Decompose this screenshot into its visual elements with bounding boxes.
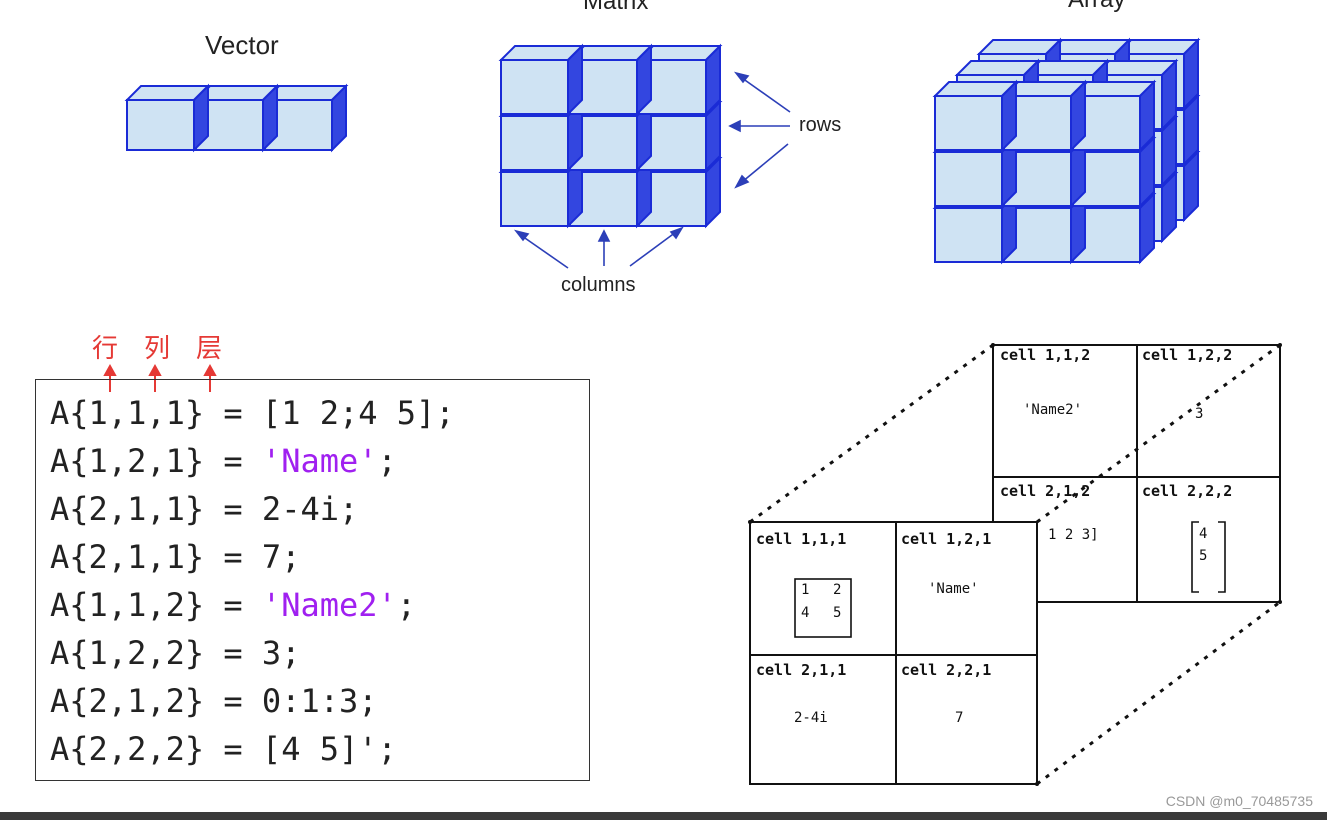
code-line: A{1,1,1} = [1 2;4 5]; bbox=[50, 394, 455, 432]
cell-111-label: cell 1,1,1 bbox=[756, 530, 846, 548]
watermark: CSDN @m0_70485735 bbox=[1165, 793, 1313, 809]
cube-front-face bbox=[126, 99, 195, 151]
column-index-label: 列 bbox=[144, 334, 171, 364]
array-title: Array bbox=[1068, 0, 1125, 14]
back-layer bbox=[992, 344, 1281, 603]
cell-211-label: cell 2,1,1 bbox=[756, 661, 846, 679]
cell-122-label: cell 1,2,2 bbox=[1142, 346, 1232, 364]
vector-title: Vector bbox=[205, 30, 279, 60]
cell-222-value-top: 4 bbox=[1199, 526, 1207, 542]
footer-bar bbox=[0, 812, 1327, 820]
array-cubes bbox=[932, 37, 1201, 265]
index-arrows bbox=[103, 363, 217, 392]
cube-front-face bbox=[934, 207, 1003, 263]
code-line: A{2,1,1} = 2-4i; bbox=[50, 490, 359, 528]
rows-arrows bbox=[728, 71, 791, 189]
cell-111-m12: 2 bbox=[833, 582, 841, 598]
matrix-cubes bbox=[498, 43, 723, 229]
columns-label: columns bbox=[561, 274, 636, 296]
cube-front-face bbox=[500, 115, 569, 171]
code-line: A{1,2,1} = 'Name'; bbox=[50, 442, 397, 480]
cell-221-value: 7 bbox=[955, 710, 963, 726]
cell-112-value: 'Name2' bbox=[1023, 402, 1082, 418]
cell-121-value: 'Name' bbox=[928, 581, 979, 597]
row-index-label: 行 bbox=[92, 334, 119, 364]
layer-index-label: 层 bbox=[196, 334, 223, 364]
cell-211-value: 2-4i bbox=[794, 710, 828, 726]
code-line: A{2,2,2} = [4 5]'; bbox=[50, 730, 397, 768]
cell-111-matrix-box bbox=[794, 578, 852, 638]
cube-front-face bbox=[934, 151, 1003, 207]
cell-111-m11: 1 bbox=[801, 582, 809, 598]
cell-221-label: cell 2,2,1 bbox=[901, 661, 991, 679]
front-layer bbox=[749, 521, 1038, 785]
cube-front-face bbox=[500, 59, 569, 115]
cell-122-value: 3 bbox=[1195, 406, 1203, 422]
cell-222-bracket bbox=[1191, 521, 1226, 593]
code-line: A{1,1,2} = 'Name2'; bbox=[50, 586, 417, 624]
code-line: A{1,2,2} = 3; bbox=[50, 634, 301, 672]
vector-cubes bbox=[124, 83, 349, 153]
corner-dots bbox=[748, 343, 1282, 786]
cube-front-face bbox=[500, 171, 569, 227]
code-line: A{2,1,1} = 7; bbox=[50, 538, 301, 576]
code-line: A{2,1,2} = 0:1:3; bbox=[50, 682, 378, 720]
cell-array-diagram: cell 1,1,2 'Name2' cell 1,2,2 3 cell 2,1… bbox=[748, 343, 1282, 786]
columns-arrows bbox=[513, 226, 684, 269]
cell-111-m22: 5 bbox=[833, 605, 841, 621]
perspective-lines bbox=[749, 343, 1281, 786]
code-listing: A{1,1,1} = [1 2;4 5]; A{1,2,1} = 'Name';… bbox=[35, 379, 590, 781]
cell-212-label: cell 2,1,2 bbox=[1000, 482, 1090, 500]
cube-illustrations bbox=[124, 37, 1201, 269]
cell-222-value-bottom: 5 bbox=[1199, 548, 1207, 564]
cell-222-label: cell 2,2,2 bbox=[1142, 482, 1232, 500]
cube-front-face bbox=[934, 95, 1003, 151]
rows-label: rows bbox=[799, 114, 842, 136]
cell-212-value: 1 2 3] bbox=[1048, 527, 1099, 543]
cell-121-label: cell 1,2,1 bbox=[901, 530, 991, 548]
cell-111-m21: 4 bbox=[801, 605, 809, 621]
cell-112-label: cell 1,1,2 bbox=[1000, 346, 1090, 364]
matrix-title: Matrix bbox=[583, 0, 649, 15]
